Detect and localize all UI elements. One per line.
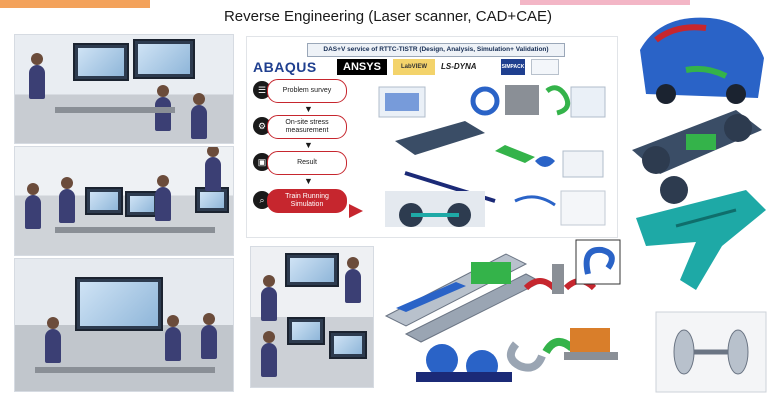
person-figure bbox=[191, 93, 207, 139]
lab-photo-2 bbox=[14, 146, 234, 256]
wheel-model bbox=[673, 329, 695, 375]
person-figure bbox=[59, 177, 75, 223]
slide-title: Reverse Engineering (Laser scanner, CAD+… bbox=[223, 8, 553, 25]
lab-photo-3 bbox=[14, 258, 234, 392]
workflow-step-problem-survey: Problem survey bbox=[267, 79, 347, 103]
person-figure bbox=[155, 175, 171, 221]
fea-stress-plot bbox=[385, 93, 419, 111]
survey-icon: ☰ bbox=[253, 81, 271, 99]
workflow-step-stress-measurement: On-site stress measurement bbox=[267, 115, 347, 139]
person-figure bbox=[345, 257, 361, 303]
chart-thumbnail bbox=[560, 190, 606, 226]
rail-clip-model bbox=[542, 338, 575, 355]
fea-stress-highlight bbox=[654, 24, 707, 43]
workflow-step-label: On-site stress measurement bbox=[285, 119, 329, 134]
workflow-step-result: Result bbox=[267, 151, 347, 175]
wheel-model bbox=[426, 344, 458, 376]
person-figure bbox=[25, 183, 41, 229]
wheel-model bbox=[656, 84, 676, 104]
wheel-model bbox=[642, 146, 670, 174]
workflow-step-label: Train Running Simulation bbox=[285, 193, 329, 208]
lsdyna-logo: LS-DYNA bbox=[441, 62, 477, 71]
train-car-fea-model bbox=[640, 17, 764, 98]
workflow-step-label: Result bbox=[297, 159, 317, 166]
decorative-top-bar-pink bbox=[520, 0, 690, 5]
person-figure bbox=[201, 313, 217, 359]
bogie-fea-collage bbox=[384, 239, 621, 382]
monitor-icon: ▣ bbox=[253, 153, 271, 171]
down-arrow-icon: ▼ bbox=[304, 140, 313, 150]
wheel-model bbox=[724, 114, 752, 142]
cad-thumbnail bbox=[570, 86, 606, 118]
search-icon: ⌕ bbox=[253, 191, 271, 209]
fea-mesh-line bbox=[675, 208, 737, 228]
fea-stress-plot bbox=[686, 134, 716, 150]
person-figure bbox=[29, 53, 45, 99]
base-plate-model bbox=[564, 352, 618, 360]
rail-clip-model bbox=[523, 278, 557, 291]
person-figure bbox=[165, 315, 181, 361]
rail-clip-model bbox=[470, 86, 500, 116]
cad-thumbnail bbox=[562, 150, 604, 178]
rail-section-model bbox=[552, 264, 564, 294]
monitor-graphic bbox=[329, 331, 367, 359]
desk-graphic bbox=[35, 367, 215, 373]
desk-graphic bbox=[55, 107, 175, 113]
gear-icon: ⚙ bbox=[253, 117, 271, 135]
labview-logo: LabVIEW bbox=[393, 59, 435, 75]
bogie-assembly-model bbox=[385, 191, 485, 227]
fea-stress-highlight bbox=[685, 65, 728, 79]
rail-clip-model bbox=[535, 156, 555, 167]
person-figure bbox=[155, 85, 171, 131]
monitor-graphic bbox=[73, 43, 129, 81]
rail-model bbox=[416, 372, 512, 382]
monitor-graphic bbox=[195, 187, 229, 213]
services-panel-header: DAS+V service of RTTC-TISTR (Design, Ana… bbox=[307, 43, 565, 57]
down-arrow-icon: ▼ bbox=[304, 104, 313, 114]
workflow-step-label: Problem survey bbox=[282, 87, 332, 94]
rail-clip-model bbox=[506, 341, 546, 372]
ansys-logo: ANSYS bbox=[337, 59, 387, 75]
wheel-model bbox=[660, 176, 688, 204]
wheel-model bbox=[726, 84, 746, 104]
site-photo bbox=[505, 85, 539, 115]
workflow-step-train-running-simulation: Train Running Simulation bbox=[267, 189, 347, 213]
lab-photo-1 bbox=[14, 34, 234, 144]
abaqus-logo: ABAQUS bbox=[253, 59, 317, 75]
rail-fastener-model bbox=[570, 328, 610, 354]
bogie-bolster-fea-model bbox=[636, 190, 766, 290]
rail-clip-model bbox=[545, 85, 571, 116]
fea-stress-plot bbox=[396, 282, 466, 312]
person-figure bbox=[261, 331, 277, 377]
monitor-graphic bbox=[287, 317, 325, 345]
software-logo-badge bbox=[531, 59, 559, 75]
fea-stress-plot bbox=[471, 262, 511, 284]
monitor-graphic bbox=[285, 253, 339, 287]
fea-stress-plot bbox=[583, 246, 615, 275]
lab-photo-4 bbox=[250, 246, 374, 388]
wheel-model bbox=[727, 329, 749, 375]
monitor-graphic bbox=[75, 277, 163, 331]
monitor-graphic bbox=[85, 187, 123, 215]
services-panel: DAS+V service of RTTC-TISTR (Design, Ana… bbox=[246, 36, 618, 238]
person-figure bbox=[261, 275, 277, 321]
desk-graphic bbox=[55, 227, 215, 233]
cad-simulation-collage bbox=[378, 85, 606, 227]
fea-stress-plot bbox=[495, 145, 535, 163]
person-figure bbox=[45, 317, 61, 363]
monitor-graphic bbox=[125, 191, 159, 217]
decorative-top-bar-orange bbox=[0, 0, 150, 8]
down-arrow-icon: ▼ bbox=[304, 176, 313, 186]
red-arrow-pointer bbox=[349, 204, 363, 218]
simpack-logo: SIMPACK bbox=[501, 59, 525, 75]
bogie-frame-model bbox=[395, 121, 485, 155]
monitor-graphic bbox=[133, 39, 195, 79]
person-figure bbox=[205, 147, 221, 191]
rail-profile-plot bbox=[514, 195, 556, 207]
right-cad-column bbox=[632, 17, 767, 393]
